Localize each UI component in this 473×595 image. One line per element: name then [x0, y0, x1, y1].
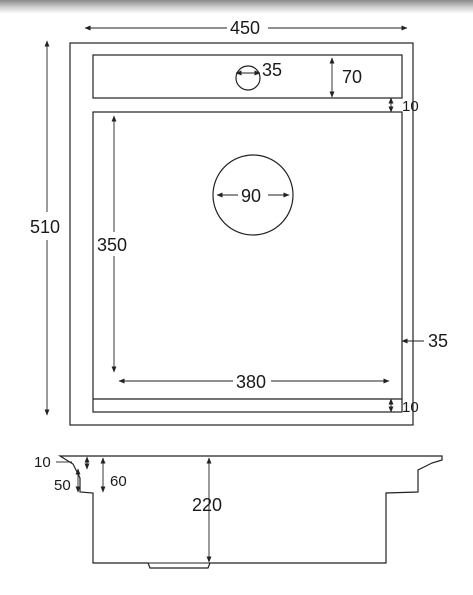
- drain-circle: [212, 154, 294, 236]
- overflow-hole: [235, 65, 261, 91]
- bowl-height-label: 350: [97, 235, 127, 255]
- depth-60-label: 60: [110, 473, 127, 490]
- bowl-width-label: 380: [236, 372, 266, 392]
- depth-50-label: 50: [54, 477, 71, 494]
- overall-height-label: 510: [30, 217, 60, 237]
- rim-label: 10: [34, 454, 51, 471]
- overall-width-label: 450: [230, 18, 260, 38]
- top-ledge: [92, 54, 403, 99]
- overflow-hole-label: 35: [262, 60, 282, 80]
- gap-top-label: 10: [402, 98, 419, 115]
- window-top-bar: [0, 0, 473, 14]
- side-margin-label: 35: [428, 331, 448, 351]
- bowl-depth-label: 220: [192, 495, 222, 515]
- bowl-outline: [92, 111, 403, 413]
- ledge-height-label: 70: [342, 67, 362, 87]
- drain-label: 90: [241, 186, 261, 206]
- gap-bottom-label: 10: [402, 399, 419, 416]
- sink-outline: [69, 42, 414, 426]
